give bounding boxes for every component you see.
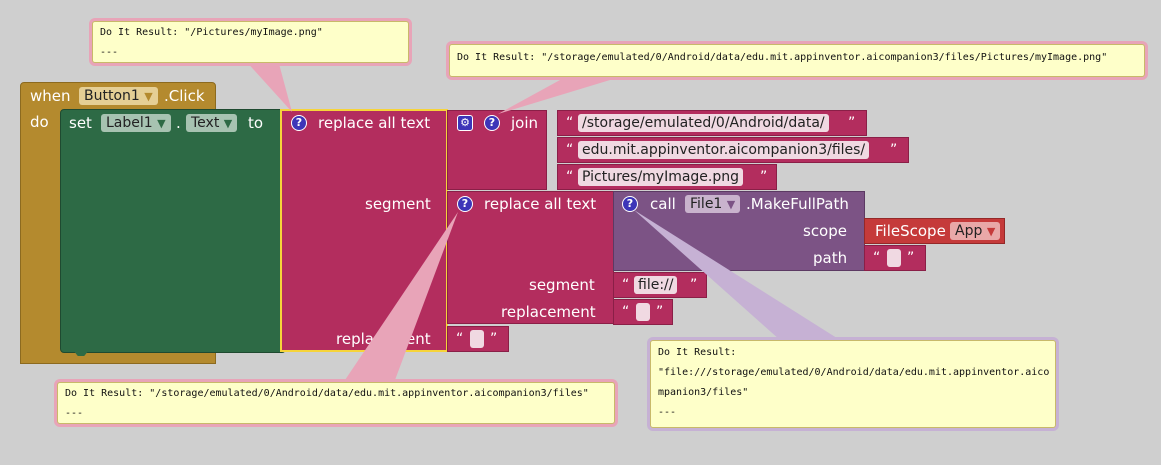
event-block-body [20,108,60,364]
close-quote: ” [760,169,768,185]
call-method-label: .MakeFullPath [746,195,849,213]
outer-replacement-value[interactable] [470,330,484,348]
join-string-2-value[interactable]: edu.mit.appinventor.aicompanion3/files/ [578,141,870,159]
inner-replacement-string[interactable]: “ ” [613,299,673,325]
bubble-line: mpanion3/files" [658,387,749,398]
bubble-line: Do It Result: "/storage/emulated/0/Andro… [65,388,589,399]
do-it-result-bubble-top-left: Do It Result: "/Pictures/myImage.png" --… [92,21,409,63]
event-component-dropdown[interactable]: Button1 ▼ [79,87,158,105]
close-quote: ” [490,331,498,347]
bubble-line: Do It Result: [658,347,737,358]
close-quote: ” [907,250,915,266]
bubble-line: --- [65,408,84,419]
close-quote: ” [656,304,664,320]
setter-component-label: Label1 [106,115,153,131]
do-label: do [30,113,49,131]
bubble-line: --- [658,407,677,418]
next-connector [73,350,89,356]
inner-segment-label: segment [529,276,595,294]
path-string[interactable]: “ ” [864,245,926,271]
bubble-line: --- [100,47,119,58]
open-quote: “ [566,115,574,131]
inner-replace-label: replace all text [484,195,597,213]
open-quote: “ [873,250,881,266]
event-component-label: Button1 [84,88,140,104]
close-quote: ” [890,142,898,158]
chevron-down-icon: ▼ [144,90,153,103]
open-quote: “ [566,169,574,185]
outer-replace-label: replace all text [318,114,431,132]
to-label: to [248,114,264,132]
chevron-down-icon: ▼ [986,225,996,238]
set-label: set [69,114,92,132]
join-string-3-value[interactable]: Pictures/myImage.png [578,168,744,186]
setter-property-label: Text [191,115,220,131]
bubble-line: "file:///storage/emulated/0/Android/data… [658,367,1050,378]
inner-replacement-label: replacement [501,303,596,321]
outer-replace-all-block[interactable] [280,109,448,352]
filescope-label: FileScope [875,222,946,240]
chevron-down-icon: ▼ [157,117,166,130]
do-it-result-bubble-top-right: Do It Result: "/storage/emulated/0/Andro… [449,44,1145,77]
help-icon[interactable]: ? [291,115,307,131]
when-label: when [30,87,71,105]
chevron-down-icon: ▼ [726,198,736,211]
help-icon[interactable]: ? [622,196,638,212]
close-quote: ” [690,277,698,293]
setter-property-dropdown[interactable]: Text ▼ [186,114,238,132]
bubble-line: Do It Result: "/storage/emulated/0/Andro… [457,52,1108,63]
inner-replacement-value[interactable] [636,303,650,321]
inner-segment-value[interactable]: file:// [634,276,678,294]
call-component-label: File1 [690,196,723,212]
outer-replacement-label: replacement [336,330,431,348]
join-string-3[interactable]: “ Pictures/myImage.png ” [557,164,777,190]
outer-segment-label: segment [365,195,431,213]
scope-label: scope [803,222,847,240]
do-it-result-bubble-bottom-right: Do It Result: "file:///storage/emulated/… [650,340,1056,428]
do-it-result-bubble-bottom-left: Do It Result: "/storage/emulated/0/Andro… [57,382,615,424]
join-string-1[interactable]: “ /storage/emulated/0/Android/data/ ” [557,110,867,136]
open-quote: “ [622,277,630,293]
setter-dot: . [176,114,181,132]
inner-segment-string[interactable]: “ file:// ” [613,272,707,298]
filescope-value-dropdown[interactable]: App ▼ [950,222,1001,240]
setter-component-dropdown[interactable]: Label1 ▼ [101,114,171,132]
call-label: call [650,195,676,213]
event-name-label: .Click [164,87,205,105]
inner-replace-all-block[interactable] [447,191,614,324]
help-icon[interactable]: ? [484,115,500,131]
open-quote: “ [456,331,464,347]
chevron-down-icon: ▼ [223,117,233,130]
close-quote: ” [848,115,856,131]
gear-icon[interactable]: ⚙ [457,115,473,131]
bubble-line: Do It Result: "/Pictures/myImage.png" [100,27,323,38]
open-quote: “ [622,304,630,320]
join-string-1-value[interactable]: /storage/emulated/0/Android/data/ [578,114,829,132]
call-component-dropdown[interactable]: File1 ▼ [685,195,741,213]
join-string-2[interactable]: “ edu.mit.appinventor.aicompanion3/files… [557,137,909,163]
open-quote: “ [566,142,574,158]
join-label: join [511,114,539,132]
set-label-text-block[interactable] [60,109,286,353]
path-label: path [813,249,848,267]
help-icon[interactable]: ? [457,196,473,212]
outer-replacement-string[interactable]: “ ” [447,326,509,352]
filescope-value-label: App [955,223,983,239]
path-value[interactable] [887,249,901,267]
